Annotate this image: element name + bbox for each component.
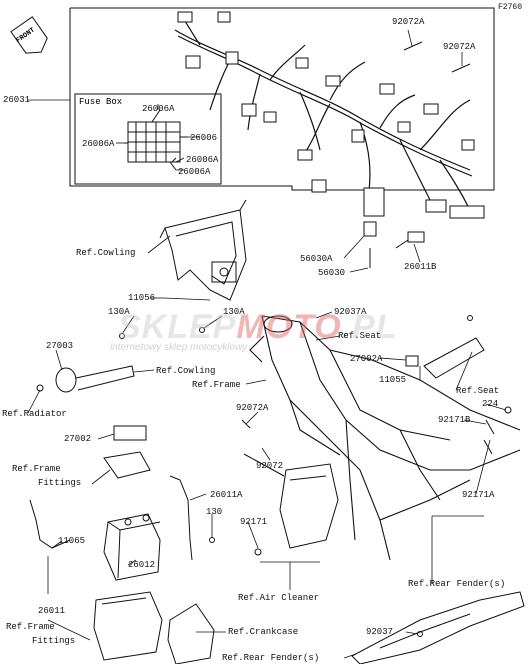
label-224: 224 bbox=[482, 399, 499, 409]
seat-bracket-drawing bbox=[405, 337, 485, 379]
label-ref-rear-fender-1: Ref.Rear Fender(s) bbox=[408, 579, 506, 589]
label-ref-frame-fittings-1a: Ref.Frame bbox=[12, 464, 61, 474]
label-ref-frame-fittings-2a: Ref.Frame bbox=[6, 622, 55, 632]
label-27003: 27003 bbox=[46, 341, 74, 351]
front-label: FRONT bbox=[14, 26, 37, 46]
label-26011A: 26011A bbox=[210, 490, 243, 500]
label-11056: 11056 bbox=[128, 293, 156, 303]
label-27002A: 27002A bbox=[350, 354, 383, 364]
horn-27003-drawing bbox=[36, 365, 135, 393]
watermark-brand: SKLEPMOTO.PL bbox=[118, 308, 398, 346]
label-26031: 26031 bbox=[3, 95, 31, 105]
fuse-block-drawing bbox=[124, 109, 188, 171]
label-ref-cowling-2: Ref.Cowling bbox=[156, 366, 216, 376]
label-11055: 11055 bbox=[379, 375, 407, 385]
watermark-tagline: internetowy sklep motocyklowy bbox=[110, 342, 248, 353]
label-26012: 26012 bbox=[128, 560, 156, 570]
figure-id: F2760 bbox=[497, 3, 522, 12]
label-26006: 26006 bbox=[190, 133, 218, 143]
front-arrow-icon bbox=[10, 16, 48, 54]
label-ref-seat-1: Ref.Seat bbox=[338, 331, 382, 341]
label-130A-left: 130A bbox=[108, 307, 130, 317]
battery-drawing bbox=[103, 513, 161, 581]
label-27002: 27002 bbox=[64, 434, 92, 444]
crankcase-cover-drawing bbox=[167, 603, 215, 664]
label-ref-seat-2: Ref.Seat bbox=[456, 386, 500, 396]
label-ref-radiator: Ref.Radiator bbox=[2, 409, 67, 419]
label-26006A-r2: 26006A bbox=[178, 167, 211, 177]
cowling-stay-drawing bbox=[159, 199, 247, 301]
label-92072A-b: 92072A bbox=[443, 42, 476, 52]
label-ref-air-cleaner: Ref.Air Cleaner bbox=[238, 593, 320, 603]
label-130A-right: 130A bbox=[223, 307, 245, 317]
fuse-box-frame bbox=[74, 93, 222, 185]
label-26006A-top: 26006A bbox=[142, 104, 175, 114]
label-ref-frame-fittings-1b: Fittings bbox=[38, 478, 82, 488]
connector-blocks bbox=[177, 11, 485, 219]
leader-lines bbox=[27, 29, 507, 659]
label-56030A: 56030A bbox=[300, 254, 333, 264]
label-26006A-r1: 26006A bbox=[186, 155, 219, 165]
harness-frame-box bbox=[69, 7, 495, 191]
label-92072: 92072 bbox=[256, 461, 284, 471]
label-92171A: 92171A bbox=[462, 490, 495, 500]
label-130: 130 bbox=[206, 507, 223, 517]
relay-27002-drawing bbox=[103, 425, 151, 479]
cable-26011-drawing bbox=[29, 475, 193, 561]
label-26011: 26011 bbox=[38, 606, 66, 616]
battery-case-drawing bbox=[93, 591, 163, 661]
label-ref-frame-fittings-2b: Fittings bbox=[32, 636, 76, 646]
label-ref-cowling-1: Ref.Cowling bbox=[76, 248, 136, 258]
label-56030: 56030 bbox=[318, 268, 346, 278]
label-ref-frame: Ref.Frame bbox=[192, 380, 241, 390]
label-92072A-a: 92072A bbox=[392, 17, 425, 27]
label-26011B: 26011B bbox=[404, 262, 437, 272]
label-ref-rear-fender-2: Ref.Rear Fender(s) bbox=[222, 653, 320, 663]
label-92171: 92171 bbox=[240, 517, 268, 527]
label-92171B: 92171B bbox=[438, 415, 471, 425]
frame-drawing bbox=[249, 315, 521, 561]
label-92072A-c: 92072A bbox=[236, 403, 269, 413]
label-26006A-left: 26006A bbox=[82, 139, 115, 149]
fuse-box-title: Fuse Box bbox=[79, 97, 123, 107]
air-cleaner-drawing bbox=[279, 463, 339, 549]
label-92037: 92037 bbox=[366, 627, 394, 637]
label-92037A: 92037A bbox=[334, 307, 367, 317]
label-ref-crankcase: Ref.Crankcase bbox=[228, 627, 299, 637]
label-11065: 11065 bbox=[58, 536, 86, 546]
